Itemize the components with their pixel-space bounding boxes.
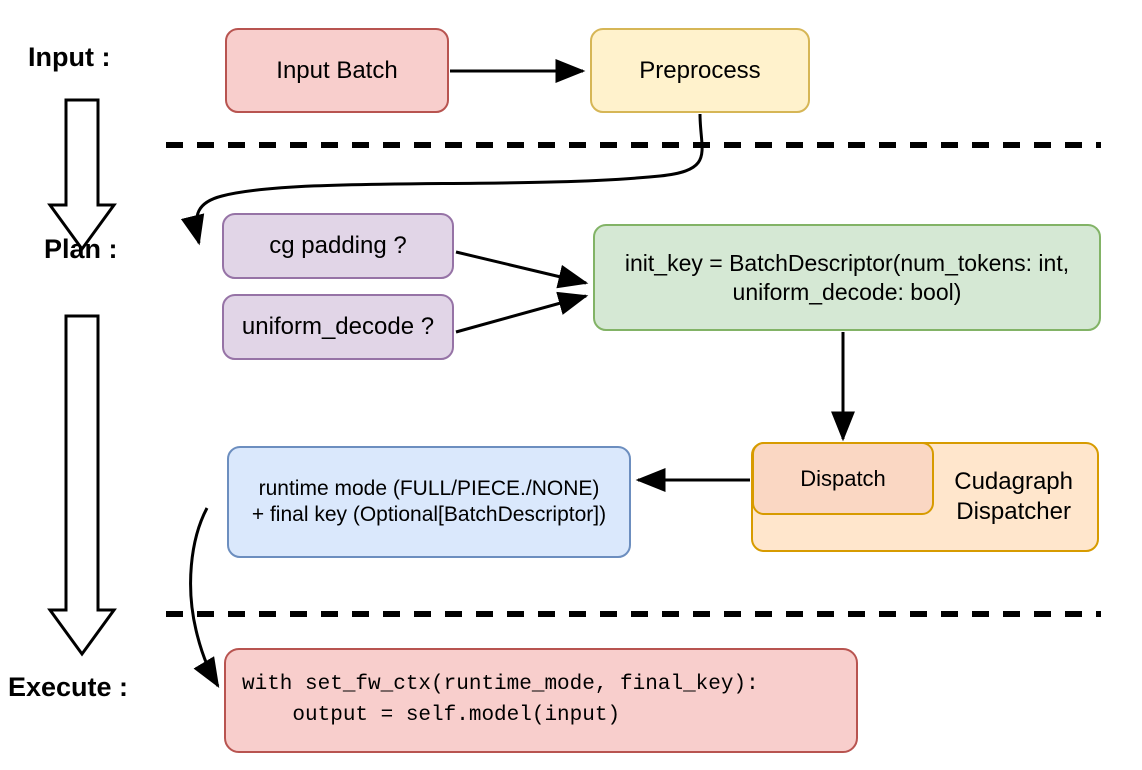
edge-runtime-mode-to-exec-code <box>189 507 220 689</box>
node-init-key[interactable]: init_key = BatchDescriptor(num_tokens: i… <box>593 224 1101 331</box>
node-init-key-label: init_key = BatchDescriptor(num_tokens: i… <box>624 249 1070 305</box>
node-cg-padding[interactable]: cg padding ? <box>222 213 454 279</box>
node-exec-code-label: with set_fw_ctx(runtime_mode, final_key)… <box>242 673 759 727</box>
node-input-batch[interactable]: Input Batch <box>225 28 449 113</box>
node-uniform-decode-label: uniform_decode ? <box>241 313 435 340</box>
node-preprocess[interactable]: Preprocess <box>590 28 810 113</box>
node-preprocess-label: Preprocess <box>639 56 761 84</box>
node-runtime-mode-label: runtime mode (FULL/PIECE./NONE) + final … <box>251 476 607 526</box>
node-cudagraph-dispatcher-label: Cudagraph Dispatcher <box>954 468 1073 525</box>
input-to-plan-arrow <box>47 98 117 252</box>
stage-label-execute: Execute : <box>8 672 129 702</box>
node-dispatch[interactable]: Dispatch <box>752 442 934 515</box>
node-cg-padding-label: cg padding ? <box>269 232 407 259</box>
stage-label-plan: Plan : <box>44 234 118 264</box>
node-input-batch-label: Input Batch <box>276 56 398 84</box>
node-uniform-decode[interactable]: uniform_decode ? <box>222 294 454 360</box>
edge-cg-padding-to-init-key <box>455 250 589 289</box>
plan-to-execute-arrow <box>47 314 117 657</box>
node-dispatch-label: Dispatch <box>800 465 886 491</box>
edge-uniform-decode-to-init-key <box>455 291 589 334</box>
node-runtime-mode[interactable]: runtime mode (FULL/PIECE./NONE) + final … <box>227 446 631 558</box>
stage-label-input: Input : <box>28 42 111 72</box>
node-exec-code[interactable]: with set_fw_ctx(runtime_mode, final_key)… <box>224 648 858 753</box>
